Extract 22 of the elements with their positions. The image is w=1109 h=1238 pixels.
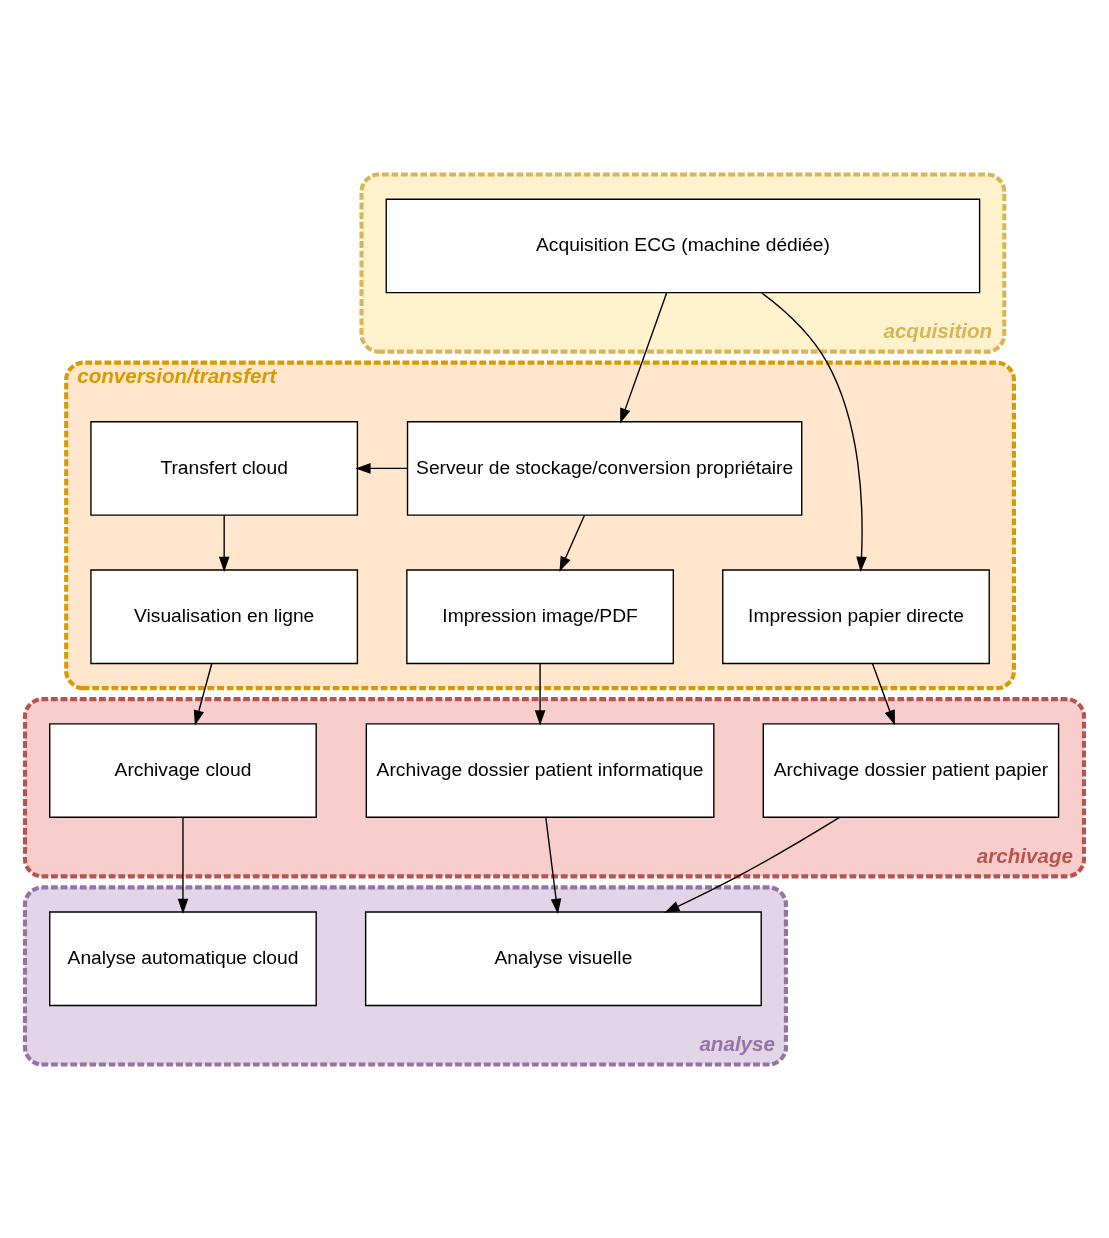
node-box: Archivage cloud xyxy=(49,722,317,818)
node-box: Transfert cloud xyxy=(90,420,359,516)
node-box: Analyse visuelle xyxy=(364,910,762,1006)
arrow xyxy=(620,291,668,423)
arrow xyxy=(177,816,189,914)
node-box: Impression papier directe xyxy=(722,568,990,664)
node-box: Serveur de stockage/conversion propriétaire xyxy=(406,420,803,516)
arrow xyxy=(664,816,841,913)
arrow xyxy=(559,514,586,572)
arrow xyxy=(871,662,895,725)
node-box: Archivage dossier patient informatique xyxy=(365,722,715,818)
arrow xyxy=(760,291,867,572)
node-box: Archivage dossier patient papier xyxy=(762,722,1060,818)
node-box: Analyse automatique cloud xyxy=(49,910,317,1006)
arrow xyxy=(218,514,230,572)
arrow xyxy=(534,662,546,725)
arrow xyxy=(355,462,408,474)
node-box: Impression image/PDF xyxy=(406,568,674,664)
node-box: Acquisition ECG (machine dédiée) xyxy=(385,198,981,293)
arrow xyxy=(193,662,213,725)
node-box: Visualisation en ligne xyxy=(90,568,359,664)
arrow xyxy=(545,816,562,914)
